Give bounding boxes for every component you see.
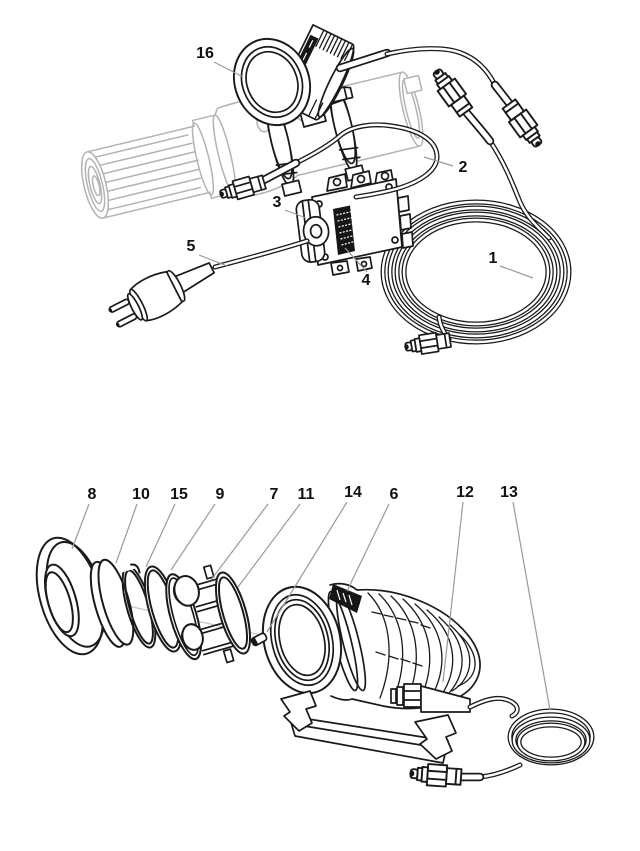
- lamp-front-ring: [261, 585, 343, 695]
- part-label-12: 12: [456, 484, 474, 501]
- clamp-buckle: [281, 179, 303, 197]
- cable-connector: [426, 62, 476, 120]
- bracket-clip: [280, 690, 317, 732]
- coiled-cable-long: [380, 107, 572, 345]
- circlip-hook: [129, 563, 141, 574]
- part-label-2: 2: [459, 159, 468, 176]
- holder-pin: [202, 564, 215, 580]
- leader-line-5: [198, 254, 228, 267]
- set-screw: [250, 632, 268, 647]
- leader-line-13: [512, 501, 551, 711]
- lamp-body: [261, 582, 481, 710]
- leader-line-3: [284, 209, 307, 219]
- leader-line-7: [210, 503, 269, 581]
- cable-connector: [402, 329, 453, 358]
- glass-disc: [89, 558, 135, 648]
- leader-line-15: [145, 503, 176, 568]
- leader-line-14: [266, 501, 348, 633]
- leader-line-6: [346, 503, 390, 592]
- leader-line-1: [499, 265, 534, 279]
- spacer-ring: [214, 571, 252, 655]
- part-label-3: 3: [273, 194, 282, 211]
- part-label-1: 1: [489, 250, 498, 267]
- grip-ribs: [92, 134, 202, 211]
- bracket-clip: [414, 714, 457, 760]
- part-label-7: 7: [270, 486, 279, 503]
- part-label-4: 4: [362, 272, 371, 289]
- leader-line-11: [237, 503, 301, 588]
- leader-line-2: [423, 156, 454, 167]
- leader-line-8: [71, 503, 90, 550]
- barrel-end-tab: [403, 74, 423, 95]
- cable-connector: [499, 96, 549, 154]
- part-label-8: 8: [88, 486, 97, 503]
- lamp-cord-loop: [257, 122, 440, 200]
- holder-pin: [222, 648, 235, 664]
- leader-line-10: [115, 503, 138, 564]
- assembled-unit: [80, 24, 572, 358]
- part-label-15: 15: [170, 486, 188, 503]
- part-label-6: 6: [390, 486, 399, 503]
- lamp-head-bezel: [232, 37, 312, 127]
- brand-marking: [329, 584, 362, 613]
- labels-layer: 16 2 3 5 4 1 8 10 15 9 7 11 14 6 12 13: [71, 45, 551, 711]
- part-label-16: 16: [196, 45, 214, 62]
- torch-body: [80, 71, 424, 219]
- cable-entry-clamp: [295, 198, 330, 263]
- part-label-10: 10: [132, 486, 150, 503]
- part-label-14: 14: [344, 484, 362, 501]
- leader-line-9: [170, 503, 216, 571]
- leader-line-4: [344, 247, 368, 273]
- part-label-9: 9: [216, 486, 225, 503]
- mains-plug: [108, 262, 215, 328]
- junction-box: [311, 169, 414, 276]
- coiled-cable-short: [457, 695, 595, 782]
- power-cord: [212, 238, 310, 270]
- part-label-5: 5: [187, 238, 196, 255]
- cable-gland: [390, 683, 471, 713]
- part-label-11: 11: [298, 486, 315, 503]
- lamp-head-cable: [335, 46, 514, 108]
- cable-connector: [407, 761, 463, 789]
- part-label-13: 13: [500, 484, 518, 501]
- leader-line-12: [442, 501, 464, 683]
- mounting-bracket: [280, 690, 457, 764]
- lamp-exploded-view: [35, 536, 595, 789]
- leader-line-16: [213, 61, 244, 78]
